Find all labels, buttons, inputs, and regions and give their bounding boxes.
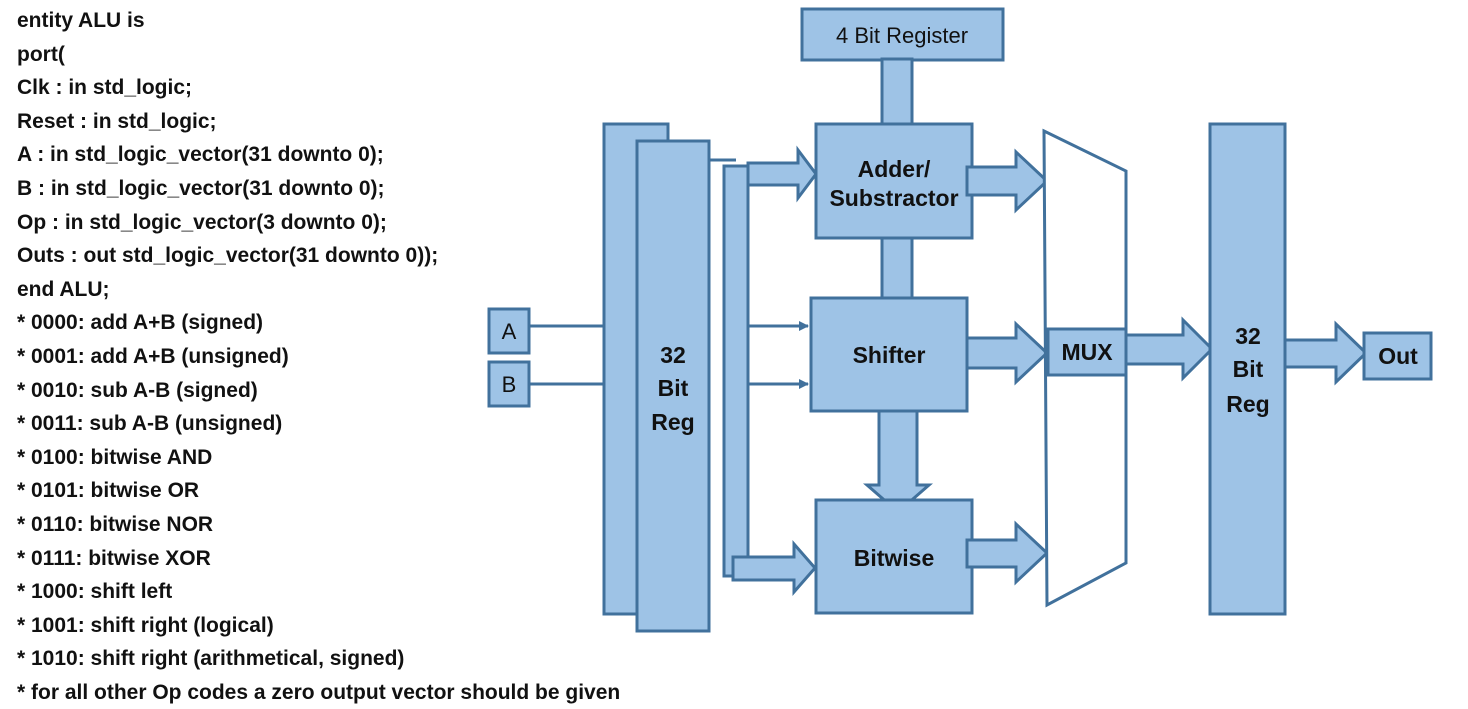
code-line: * 0100: bitwise AND <box>17 445 213 469</box>
code-line: * 0000: add A+B (signed) <box>17 311 264 335</box>
code-line: * 0110: bitwise NOR <box>17 512 214 536</box>
input-b-label: B <box>502 372 517 397</box>
code-line: * 1000: shift left <box>17 580 173 604</box>
code-line: entity ALU is <box>17 9 145 32</box>
code-line: * 0010: sub A-B (signed) <box>17 378 258 402</box>
mux-block <box>1046 327 1128 377</box>
distribution-bus <box>722 164 750 578</box>
bitwise-block <box>814 498 974 615</box>
reg-to-out-arrow <box>1283 320 1369 386</box>
code-line: * 1001: shift right (logical) <box>17 613 274 637</box>
adder-block <box>814 122 974 240</box>
adder-to-mux-arrow <box>965 148 1050 214</box>
bitwise-to-mux-arrow <box>965 520 1050 586</box>
code-line: * 1010: shift right (arithmetical, signe… <box>17 647 405 671</box>
code-line: * 0101: bitwise OR <box>17 479 200 503</box>
input-b-box <box>487 360 531 408</box>
output-box <box>1362 331 1433 381</box>
adder-label-line1: Adder/ <box>858 156 931 182</box>
shifter-to-mux-arrow <box>965 320 1050 386</box>
code-line: * 0111: bitwise XOR <box>17 546 211 570</box>
code-line: Reset : in std_logic; <box>17 109 217 133</box>
adder-to-shifter-connector <box>880 235 914 301</box>
code-line: Clk : in std_logic; <box>17 76 193 100</box>
input-reg-front <box>635 139 711 633</box>
output-reg-label-32: 32 <box>1235 323 1261 349</box>
code-line: A : in std_logic_vector(31 downto 0); <box>17 143 384 167</box>
shifter-label: Shifter <box>853 342 926 368</box>
input-a-label: A <box>502 319 517 344</box>
input-reg-label-bit: Bit <box>658 375 689 401</box>
code-line: B : in std_logic_vector(31 downto 0); <box>17 176 385 200</box>
code-line: * 0001: add A+B (unsigned) <box>17 344 289 368</box>
code-line: Op : in std_logic_vector(3 downto 0); <box>17 210 387 234</box>
code-line: Outs : out std_logic_vector(31 downto 0)… <box>17 244 439 268</box>
mux-to-reg-arrow <box>1124 316 1215 382</box>
input-reg-label-32: 32 <box>660 342 686 368</box>
output-reg-label-bit: Bit <box>1233 356 1264 382</box>
output-reg-label-reg: Reg <box>1226 391 1269 417</box>
vhdl-entity-listing: entity ALU is port( Clk : in std_logic; Res… <box>17 4 620 709</box>
input-a-box <box>487 307 531 355</box>
code-line: * 0011: sub A-B (unsigned) <box>17 412 283 436</box>
output-reg-block <box>1208 122 1287 616</box>
code-line: port( <box>17 42 65 66</box>
bus-to-adder-arrow <box>746 145 818 203</box>
input-reg-label-reg: Reg <box>651 409 694 435</box>
code-line: * for all other Op codes a zero output v… <box>17 680 621 704</box>
register-4bit-block <box>800 7 1005 62</box>
shifter-block <box>809 296 969 413</box>
bitwise-label: Bitwise <box>854 545 935 571</box>
adder-label-line2: Substractor <box>829 185 958 211</box>
mux-label: MUX <box>1061 339 1113 365</box>
shifter-to-bitwise-arrow <box>862 408 934 514</box>
register-to-adder-connector <box>880 57 914 128</box>
output-label: Out <box>1378 343 1418 369</box>
bus-to-bitwise-arrow <box>731 540 817 596</box>
register-4bit-label: 4 Bit Register <box>836 23 968 48</box>
code-line: end ALU; <box>17 277 110 301</box>
